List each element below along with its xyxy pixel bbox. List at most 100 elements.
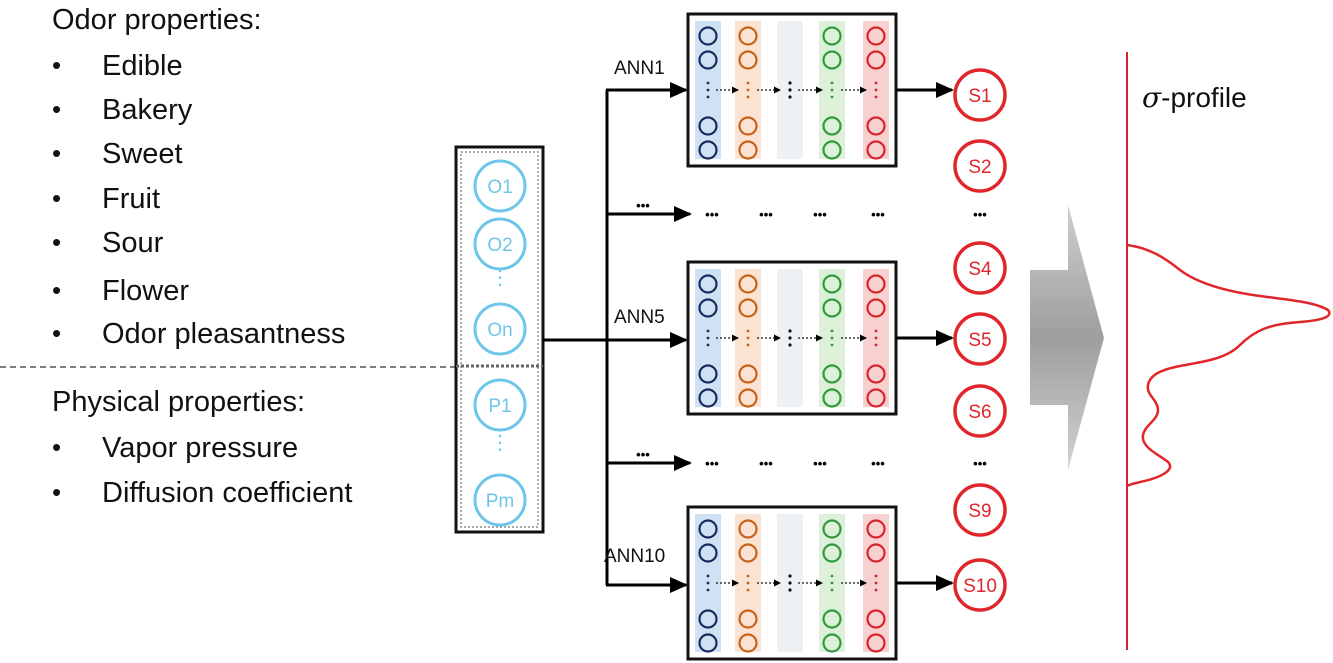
neuron-node [822, 543, 842, 563]
sigma-profile-curve [1126, 243, 1331, 488]
physical-property-label: Diffusion coefficient [102, 477, 353, 509]
input-node [473, 217, 527, 271]
neuron-ellipsis-dot [874, 329, 878, 333]
output-node-label: S5 [968, 330, 991, 351]
ellipsis-label: ••• [705, 456, 719, 471]
neuron-node [822, 140, 842, 160]
neuron-node [738, 26, 758, 46]
neuron-node [822, 364, 842, 384]
neuron-node [698, 116, 718, 136]
output-node [953, 68, 1007, 122]
neuron-ellipsis-dot [874, 88, 878, 92]
neuron-node [698, 50, 718, 70]
bullet-icon: • [52, 50, 62, 80]
ellipsis-label: ••• [636, 198, 650, 213]
input-node-label: On [487, 320, 512, 341]
neuron-ellipsis-dot [830, 88, 834, 92]
layer-ellipsis-dot [788, 88, 792, 92]
bullet-icon: • [52, 227, 62, 257]
output-node-label: S4 [968, 259, 992, 280]
neuron-node [866, 388, 886, 408]
ellipsis-rows: •••••••••••••••••••••••••••••••••••• [636, 198, 987, 471]
neuron-node [698, 388, 718, 408]
neuron-node [738, 609, 758, 629]
input-node [473, 378, 527, 432]
network-label: ANN1 [614, 58, 665, 79]
neuron-node [698, 609, 718, 629]
neuron-node [866, 140, 886, 160]
neuron-node [738, 298, 758, 318]
odor-property-label: Sour [102, 227, 164, 259]
neuron-node [698, 26, 718, 46]
neuron-ellipsis-dot [746, 588, 750, 592]
neuron-ellipsis-dot [706, 581, 710, 585]
input-node-label: Pm [486, 491, 515, 512]
neuron-ellipsis-dot [706, 88, 710, 92]
layer-ellipsis-dot [788, 343, 792, 347]
output-node-label: S2 [968, 157, 991, 178]
neuron-node [866, 609, 886, 629]
neuron-ellipsis-dot [874, 336, 878, 340]
ellipsis-label: ••• [759, 207, 773, 222]
neuron-ellipsis-dot [746, 81, 750, 85]
neuron-ellipsis-dot [874, 81, 878, 85]
neuron-ellipsis-dot [746, 581, 750, 585]
ellipsis-label: ••• [871, 456, 885, 471]
input-node [473, 473, 527, 527]
neuron-node [822, 116, 842, 136]
bullet-icon: • [52, 138, 62, 168]
neuron-node [698, 274, 718, 294]
bullet-icon: • [52, 183, 62, 213]
neuron-node [738, 116, 758, 136]
neuron-node [822, 519, 842, 539]
neuron-node [866, 298, 886, 318]
neuron-node [738, 364, 758, 384]
profile-label: -profile [1161, 82, 1247, 113]
neuron-node [738, 274, 758, 294]
neuron-ellipsis-dot [706, 336, 710, 340]
odor-property-label: Odor pleasantness [102, 318, 346, 350]
neuron-node [738, 543, 758, 563]
ellipsis-label: ••• [705, 207, 719, 222]
neuron-ellipsis-dot [746, 95, 750, 99]
neuron-node [738, 140, 758, 160]
sigma-profile-title: σ-profile [1142, 81, 1247, 114]
neuron-ellipsis-dot [746, 336, 750, 340]
neuron-ellipsis-dot [874, 588, 878, 592]
ellipsis-label: ••• [871, 207, 885, 222]
input-node [473, 302, 527, 356]
input-node [473, 159, 527, 213]
neuron-node [822, 388, 842, 408]
layer-ellipsis-dot [788, 81, 792, 85]
neuron-ellipsis-dot [830, 329, 834, 333]
neuron-node [698, 364, 718, 384]
connections [543, 82, 692, 593]
neuron-ellipsis-dot [830, 343, 834, 347]
neuron-node [738, 633, 758, 653]
ellipsis-label: ••• [813, 456, 827, 471]
output-node [953, 483, 1007, 537]
bullet-icon: • [52, 318, 62, 348]
neuron-node [698, 519, 718, 539]
neuron-ellipsis-dot [706, 329, 710, 333]
neuron-ellipsis-dot [746, 343, 750, 347]
neuron-ellipsis-dot [874, 95, 878, 99]
neuron-node [866, 364, 886, 384]
output-node-label: S9 [968, 501, 991, 522]
layer-ellipsis-dot [788, 329, 792, 333]
physical-property-label: Vapor pressure [102, 432, 299, 464]
network-label: ANN10 [604, 546, 665, 567]
neuron-node [822, 298, 842, 318]
input-layer-inner-border [460, 151, 539, 528]
neuron-ellipsis-dot [874, 574, 878, 578]
neural-network: ANN5 [614, 260, 954, 416]
neuron-node [822, 26, 842, 46]
input-node-label: O2 [487, 235, 512, 256]
layer-ellipsis-dot [788, 588, 792, 592]
layer-ellipsis-dot [788, 95, 792, 99]
odor-property-label: Flower [102, 275, 190, 307]
